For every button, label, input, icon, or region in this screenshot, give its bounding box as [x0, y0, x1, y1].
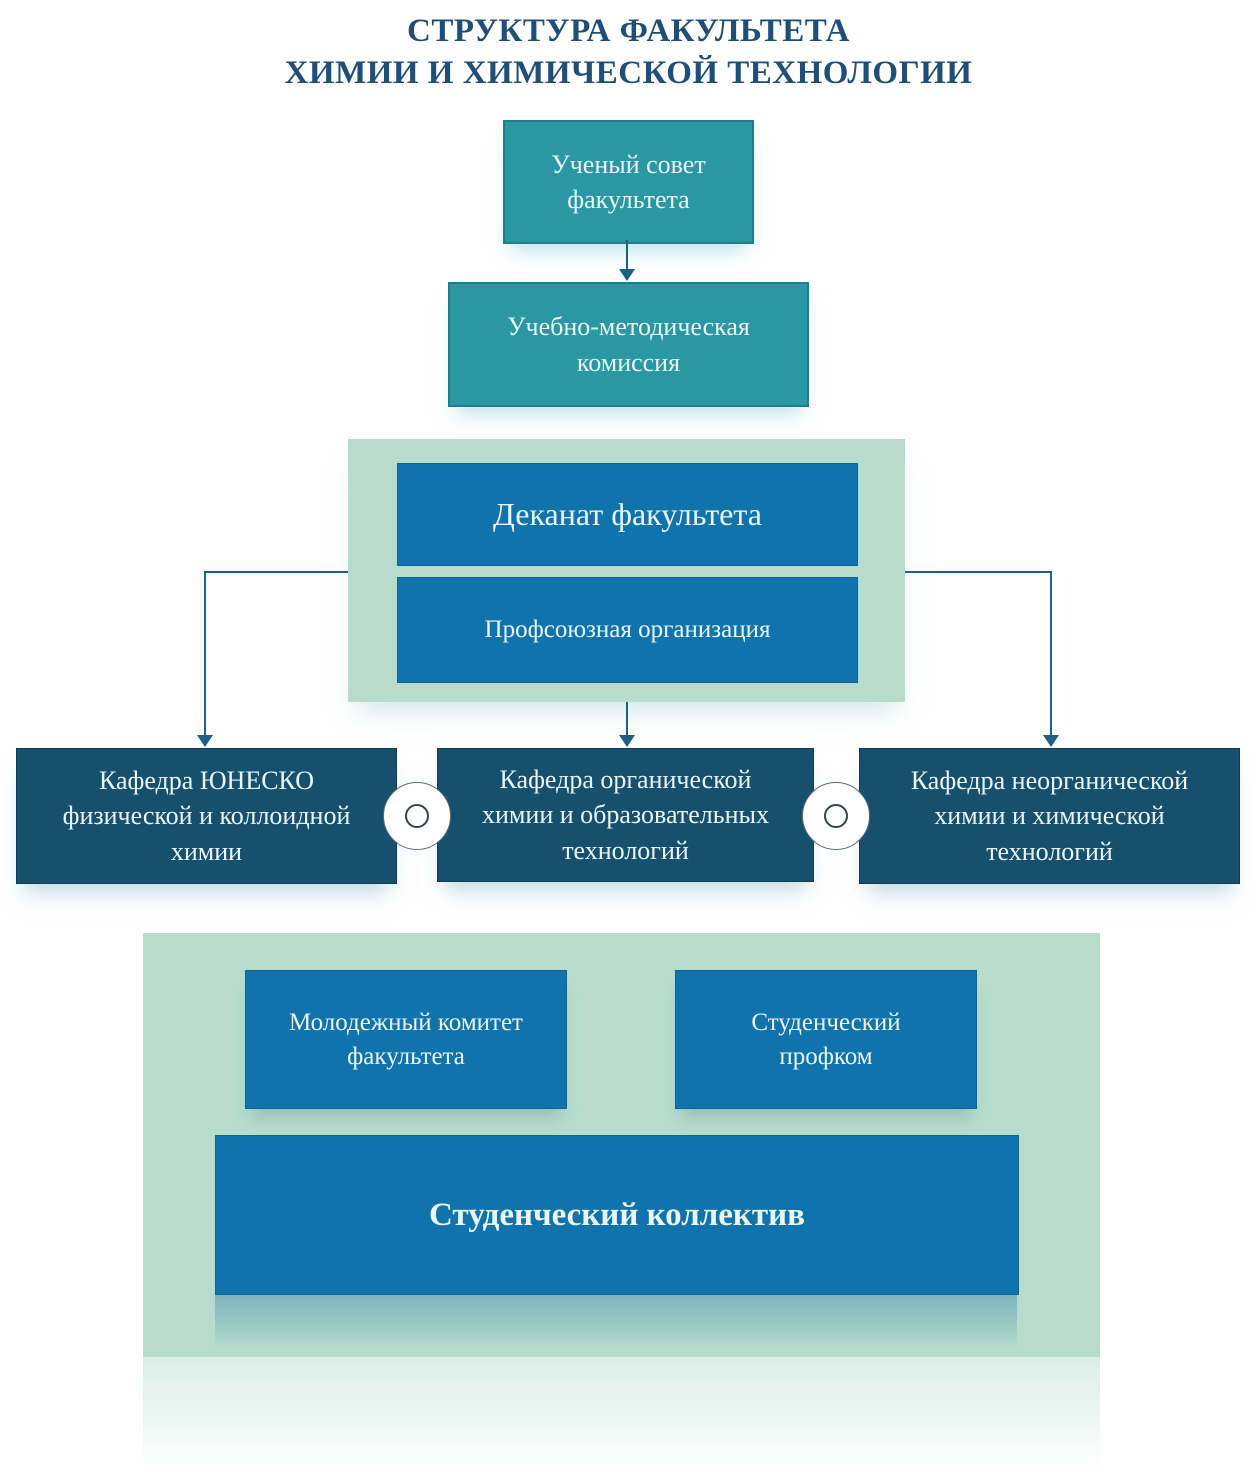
node-student-body-label: Студенческий коллектив	[429, 1196, 805, 1233]
connector-middle-arrow-icon	[619, 735, 635, 747]
connector-circle-right-ring-icon	[824, 804, 848, 828]
node-student-union: Студенческий профком	[675, 970, 977, 1109]
reflection-student-container	[143, 1357, 1100, 1472]
node-deanery-label: Деканат факультета	[493, 495, 762, 532]
node-trade-union-label: Профсоюзная организация	[484, 616, 771, 644]
node-dept-inorganic-label: Кафедра неорганической химии и химическо…	[910, 766, 1189, 866]
connector-right-hline	[905, 571, 1052, 573]
connector-council-commission-line	[626, 240, 628, 270]
connector-right-vline	[1050, 571, 1052, 736]
page-title-line1: СТРУКТУРА ФАКУЛЬТЕТА	[407, 13, 850, 49]
node-student-union-label: Студенческий профком	[751, 1008, 901, 1070]
node-student-body: Студенческий коллектив	[215, 1135, 1019, 1295]
connector-middle-vline	[626, 702, 628, 736]
node-trade-union: Профсоюзная организация	[397, 577, 858, 683]
node-faculty-council-label: Ученый совет факультета	[551, 149, 706, 214]
page-title: СТРУКТУРА ФАКУЛЬТЕТА ХИМИИ И ХИМИЧЕСКОЙ …	[0, 10, 1257, 94]
node-dept-organic: Кафедра органической химии и образовател…	[437, 748, 814, 882]
node-methodical-commission: Учебно-методическая комиссия	[448, 282, 809, 407]
connector-left-vline	[204, 571, 206, 736]
node-youth-committee: Молодежный комитет факультета	[245, 970, 567, 1109]
node-youth-committee-label: Молодежный комитет факультета	[289, 1008, 523, 1070]
node-dept-organic-label: Кафедра органической химии и образовател…	[482, 765, 769, 865]
node-dept-unesco: Кафедра ЮНЕСКО физической и коллоидной х…	[16, 748, 397, 884]
connector-left-arrow-icon	[197, 735, 213, 747]
connector-circle-right-icon	[802, 782, 870, 850]
connector-circle-left-icon	[383, 782, 451, 850]
node-faculty-council: Ученый совет факультета	[503, 120, 754, 244]
connector-left-hline	[205, 571, 348, 573]
node-deanery: Деканат факультета	[397, 463, 858, 566]
connector-circle-left-ring-icon	[405, 804, 429, 828]
node-methodical-commission-label: Учебно-методическая комиссия	[507, 312, 750, 377]
connector-council-commission-arrow-icon	[619, 269, 635, 281]
connector-right-arrow-icon	[1043, 735, 1059, 747]
page-title-line2: ХИМИИ И ХИМИЧЕСКОЙ ТЕХНОЛОГИИ	[284, 55, 973, 92]
node-dept-inorganic: Кафедра неорганической химии и химическо…	[859, 748, 1240, 884]
node-dept-unesco-label: Кафедра ЮНЕСКО физической и коллоидной х…	[62, 766, 351, 866]
